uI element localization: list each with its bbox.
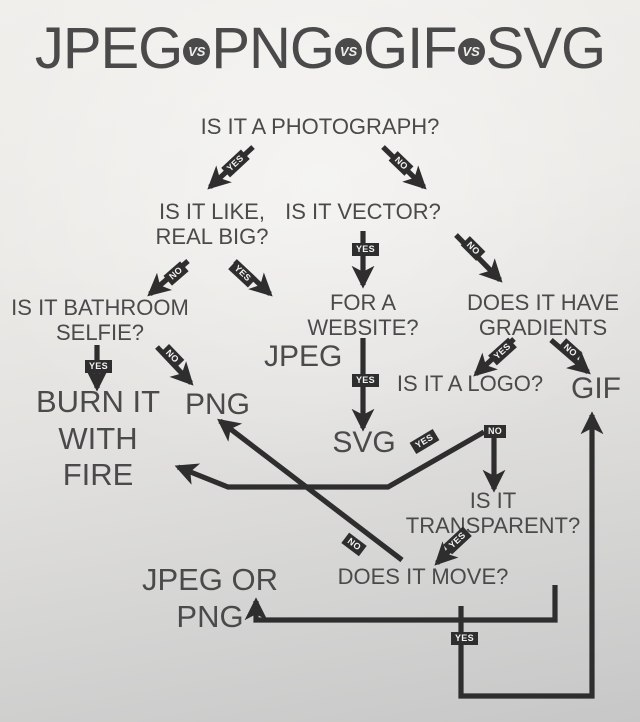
title-part-gif: GIF <box>363 16 458 81</box>
node-for-a-website: FOR A WEBSITE? <box>307 290 419 340</box>
node-is-it-transparent: IS IT TRANSPARENT? <box>405 488 581 538</box>
badge-selfie-yes: YES <box>85 360 112 373</box>
edge-transparent-no <box>244 585 558 623</box>
title-part-png: PNG <box>211 16 335 81</box>
title-part-jpeg: JPEG <box>34 16 183 81</box>
outcome-burn-it-with-fire: BURN IT WITH FIRE <box>36 384 160 493</box>
outcome-jpeg-or-png: JPEG OR PNG <box>141 562 279 634</box>
vs-badge-3: VS <box>457 38 485 65</box>
vs-badge-2: VS <box>335 38 362 65</box>
outcome-svg: SVG <box>332 426 396 459</box>
badge-vector-yes: YES <box>352 243 379 256</box>
badge-website-yes: YES <box>352 374 379 387</box>
edge-move-yes <box>458 411 604 699</box>
node-is-it-a-photograph: IS IT A PHOTOGRAPH? <box>200 114 440 139</box>
node-is-it-vector: IS IT VECTOR? <box>285 199 441 224</box>
outcome-gif: GIF <box>571 372 621 405</box>
node-is-it-bathroom-selfie: IS IT BATHROOM SELFIE? <box>11 295 189 345</box>
outcome-png: PNG <box>185 388 251 421</box>
edge-move-no <box>217 418 404 563</box>
node-does-it-have-gradients: DOES IT HAVE GRADIENTS <box>466 290 619 340</box>
outcome-jpeg: JPEG <box>264 340 343 373</box>
badge-logo-no: NO <box>484 425 507 438</box>
node-is-it-a-logo: IS IT A LOGO? <box>396 371 544 396</box>
badge-move-yes: YES <box>451 632 478 645</box>
node-is-it-like-real-big: IS IT LIKE, REAL BIG? <box>155 199 269 249</box>
title-part-svg: SVG <box>485 16 606 81</box>
node-does-it-move: DOES IT MOVE? <box>337 564 509 589</box>
vs-badge-1: VS <box>183 38 211 65</box>
